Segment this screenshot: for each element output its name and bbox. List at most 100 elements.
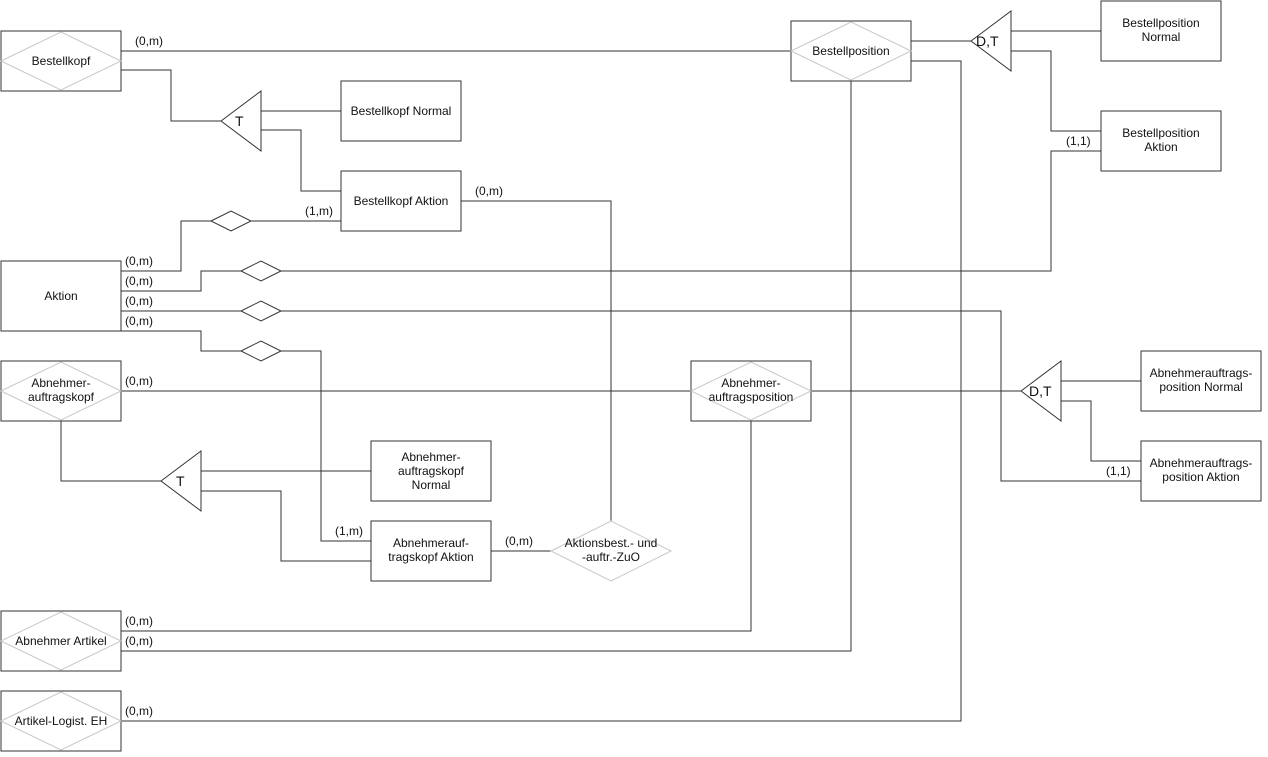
line-gen-aak-aktion — [201, 490, 371, 562]
entity-box — [370, 440, 492, 502]
entity-label-line: Abnehmerauftrags- — [1150, 456, 1253, 470]
entity-label-line: Abnehmerauftrags- — [1150, 366, 1253, 380]
entity-label: Abnehmer Artikel — [15, 634, 106, 648]
relationship-diamond-large — [549, 520, 673, 582]
entity-label: Bestellposition — [812, 44, 889, 58]
entity-abnehmer-artikel: Abnehmer Artikel — [0, 610, 123, 672]
entity-box — [0, 260, 122, 332]
entity-diamond-outline — [689, 361, 813, 421]
entity-abnehmerauftragskopf: Abnehmer- auftragskopf — [0, 360, 123, 422]
relationship-label-line: Aktionsbest.- und — [565, 536, 658, 550]
cardinalities: (0,m) (0,m) (1,m) (0,m) (0,m) (0,m) (0,m… — [125, 34, 1131, 718]
entity-label-line: Normal — [1142, 30, 1181, 44]
line-aktion-bestellkopf-aktion — [121, 220, 341, 272]
entity-label-line: Abnehmerauf- — [393, 536, 469, 550]
generalization-triangle-bestellkopf — [220, 90, 262, 152]
relationship-diamond — [209, 210, 253, 232]
entity-box — [0, 690, 122, 752]
entity-abnehmerauftragsposition-normal: Abnehmerauftrags- position Normal — [1140, 350, 1262, 412]
generalization-label: T — [235, 113, 244, 129]
relationship-aktionsbest-zuo: Aktionsbest.- und -auftr.-ZuO — [549, 520, 673, 582]
entity-diamond-outline — [0, 361, 123, 421]
entity-abnehmerauftragskopf-normal: Abnehmer- auftragskopf Normal — [370, 440, 492, 502]
line-gen-bestellkopf-aktion — [261, 129, 341, 192]
entity-label-line: Normal — [412, 478, 451, 492]
entity-box — [0, 30, 122, 92]
entity-box — [370, 520, 492, 582]
connectors — [60, 30, 1141, 722]
generalization-triangle-abnehmerauftragsposition — [1020, 360, 1062, 422]
entity-bestellkopf-normal: Bestellkopf Normal — [340, 80, 462, 142]
entity-bestellposition-aktion: Bestellposition Aktion — [1100, 110, 1222, 172]
entity-label-line: Abnehmer- — [31, 376, 90, 390]
entity-label-line: auftragskopf — [398, 464, 465, 478]
generalizations: T D,T D,T T — [160, 10, 1062, 512]
cardinality-label: (0,m) — [125, 704, 153, 718]
generalization-label: T — [176, 473, 185, 489]
line-abnehmerauftragskopf-generalization — [60, 421, 161, 482]
entity-label: Bestellkopf Normal — [351, 104, 452, 118]
entity-bestellposition: Bestellposition — [789, 20, 913, 82]
cardinality-label: (1,m) — [305, 204, 333, 218]
generalization-label: D,T — [976, 33, 999, 49]
entity-abnehmerauftragsposition: Abnehmer- auftragsposition — [689, 360, 813, 422]
entity-label: Bestellkopf — [32, 54, 91, 68]
generalization-triangle-abnehmerauftragskopf — [160, 450, 202, 512]
entity-box — [0, 360, 122, 422]
line-bestellkopf-aktion-zuo — [461, 200, 612, 521]
entity-label: Artikel-Logist. EH — [15, 714, 108, 728]
line-gen-bestellposition-aktion — [1011, 50, 1101, 132]
cardinality-label: (0,m) — [125, 614, 153, 628]
entity-box — [340, 170, 462, 232]
entity-box — [1100, 110, 1222, 172]
entity-label-line: tragskopf Aktion — [388, 550, 473, 564]
entity-abnehmerauftragsposition-aktion: Abnehmerauftrags- position Aktion — [1140, 440, 1262, 502]
line-bestellkopf-generalization — [121, 69, 221, 122]
cardinality-label: (1,m) — [335, 524, 363, 538]
entity-diamond-outline — [789, 21, 913, 81]
entity-bestellkopf: Bestellkopf — [0, 30, 123, 92]
cardinality-label: (1,1) — [1066, 134, 1091, 148]
line-aap-abnehmer-artikel — [121, 421, 752, 632]
entity-label-line: position Aktion — [1162, 470, 1239, 484]
entity-box — [790, 20, 912, 82]
cardinality-label: (0,m) — [125, 274, 153, 288]
entity-aktion: Aktion — [0, 260, 122, 332]
cardinality-label: (0,m) — [475, 184, 503, 198]
cardinality-label: (0,m) — [135, 34, 163, 48]
entity-label-line: position Normal — [1159, 380, 1242, 394]
entity-box — [690, 360, 812, 422]
entity-label: Aktion — [44, 289, 77, 303]
entity-artikel-logist-eh: Artikel-Logist. EH — [0, 690, 123, 752]
entity-label-line: Bestellposition — [1122, 126, 1199, 140]
entity-box — [1100, 0, 1222, 62]
generalization-label: D,T — [1029, 383, 1052, 399]
entity-box — [1140, 440, 1262, 502]
relationship-diamonds — [209, 210, 283, 362]
entity-label-line: Abnehmer- — [401, 450, 460, 464]
relationship-diamond — [239, 260, 283, 282]
line-aktion-abnehmerauftragsposition-aktion — [121, 310, 1141, 482]
cardinality-label: (1,1) — [1106, 464, 1131, 478]
entity-box — [1140, 350, 1262, 412]
entity-label-line: auftragskopf — [28, 390, 95, 404]
entity-label-line: Aktion — [1144, 140, 1177, 154]
cardinality-label: (0,m) — [125, 634, 153, 648]
entity-diamond-outline — [0, 31, 123, 91]
cardinality-label: (0,m) — [125, 254, 153, 268]
cardinality-label: (0,m) — [125, 374, 153, 388]
relationship-label-line: -auftr.-ZuO — [582, 550, 640, 564]
line-gen-aap-aktion — [1061, 400, 1141, 462]
entity-label: Bestellkopf Aktion — [354, 194, 449, 208]
cardinality-label: (0,m) — [505, 534, 533, 548]
entity-diamond-outline — [0, 691, 123, 751]
entity-bestellposition-normal: Bestellposition Normal — [1100, 0, 1222, 62]
relationship-diamond — [239, 300, 283, 322]
line-aktion-abnehmerauftragskopf-aktion — [121, 330, 371, 542]
entity-label-line: auftragsposition — [709, 390, 794, 404]
entity-box — [340, 80, 462, 142]
generalization-triangle-bestellposition — [970, 10, 1012, 72]
entity-abnehmerauftragskopf-aktion: Abnehmerauf- tragskopf Aktion — [370, 520, 492, 582]
